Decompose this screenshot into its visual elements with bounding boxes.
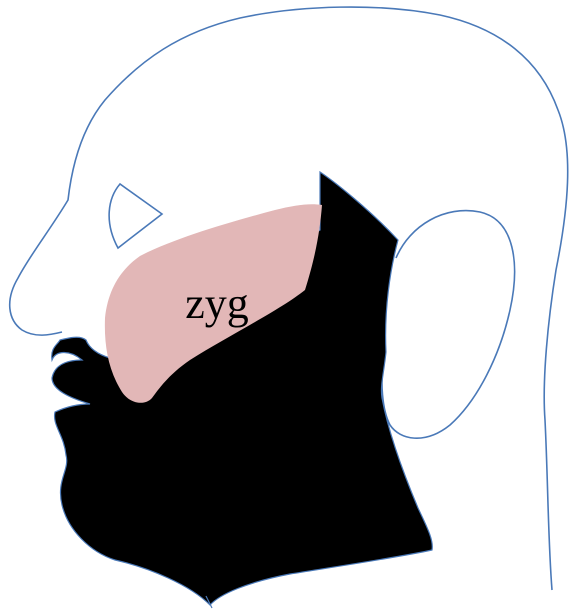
eye-outline [109, 184, 162, 248]
ear-outline [382, 211, 515, 439]
zyg-label: zyg [185, 279, 249, 328]
